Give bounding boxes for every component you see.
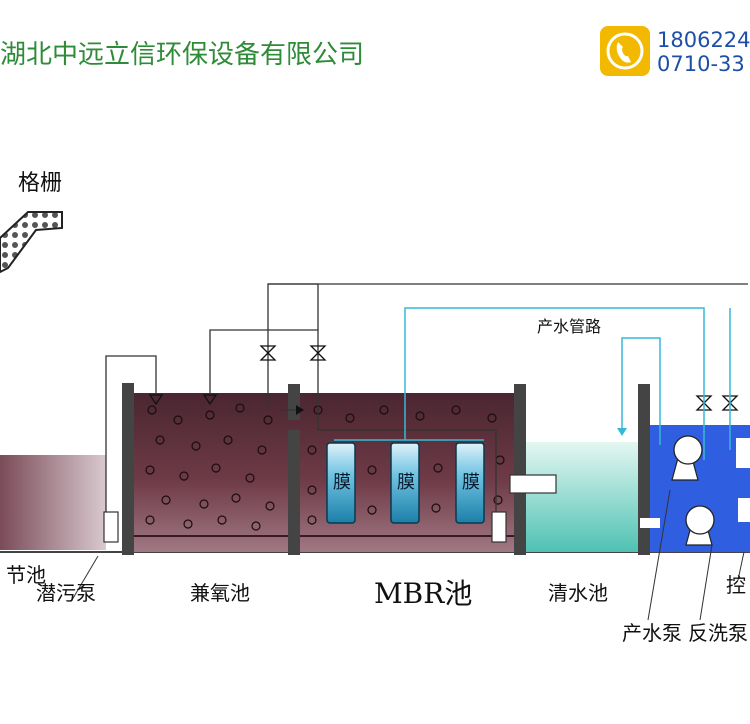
tank-wall-3 bbox=[514, 384, 526, 555]
control-box bbox=[738, 498, 750, 522]
membrane-modules: 膜 膜 膜 bbox=[326, 442, 485, 524]
product-pump bbox=[671, 435, 703, 481]
backwash-pump bbox=[685, 505, 715, 546]
product-water-pipe bbox=[334, 307, 731, 460]
valve-4 bbox=[721, 395, 739, 411]
clear-water-tank bbox=[526, 442, 638, 552]
label-regulating-tank: 节池 bbox=[6, 563, 46, 587]
overflow-baffle bbox=[288, 384, 300, 420]
label-control: 控 bbox=[726, 573, 746, 597]
regulating-tank bbox=[0, 455, 106, 550]
control-panel bbox=[736, 438, 750, 468]
label-product-pump: 产水泵 bbox=[622, 621, 682, 645]
label-product-pipe: 产水管路 bbox=[537, 317, 601, 336]
screen-grille bbox=[0, 211, 63, 274]
membrane-label-3: 膜 bbox=[462, 472, 480, 493]
leader-lines bbox=[71, 489, 745, 621]
label-screen: 格栅 bbox=[18, 171, 62, 196]
flow-arrow bbox=[296, 405, 304, 415]
mbr-pump-inlet bbox=[491, 511, 507, 543]
label-backwash-pump: 反洗泵 bbox=[688, 621, 748, 645]
company-name: 湖北中远立信环保设备有限公司 bbox=[0, 40, 365, 70]
phone-icon bbox=[600, 26, 650, 76]
phone-number-1: 1806224 bbox=[657, 28, 750, 52]
aeration-bubbles bbox=[145, 403, 505, 531]
valve-1 bbox=[259, 345, 277, 361]
membrane-2 bbox=[390, 442, 420, 524]
tank-wall-2 bbox=[288, 430, 300, 555]
valve-2 bbox=[309, 345, 327, 361]
tank-wall-4 bbox=[638, 384, 650, 555]
label-anoxic-tank: 兼氧池 bbox=[190, 581, 250, 605]
label-clear-water-tank: 清水池 bbox=[548, 581, 608, 605]
product-flow-arrow bbox=[617, 428, 627, 436]
phone-number-2: 0710-33 bbox=[657, 52, 745, 76]
valve-3 bbox=[695, 395, 713, 411]
label-sewage-pump: 潜污泵 bbox=[36, 581, 96, 605]
diffuser-2 bbox=[202, 394, 218, 406]
process-pipes bbox=[105, 283, 748, 532]
membrane-label-2: 膜 bbox=[397, 472, 415, 493]
phone-numbers: 1806224 0710-33 bbox=[657, 28, 750, 76]
sludge-fill bbox=[134, 393, 516, 552]
membrane-3 bbox=[455, 442, 485, 524]
outlet-box bbox=[509, 474, 557, 494]
sewage-pump bbox=[103, 511, 119, 543]
pipe-connector bbox=[640, 518, 660, 528]
tank-wall-1 bbox=[122, 383, 134, 555]
diffuser-1 bbox=[148, 394, 164, 406]
label-mbr-tank: MBR池 bbox=[374, 577, 472, 610]
membrane-label-1: 膜 bbox=[333, 472, 351, 493]
membrane-1 bbox=[326, 442, 356, 524]
